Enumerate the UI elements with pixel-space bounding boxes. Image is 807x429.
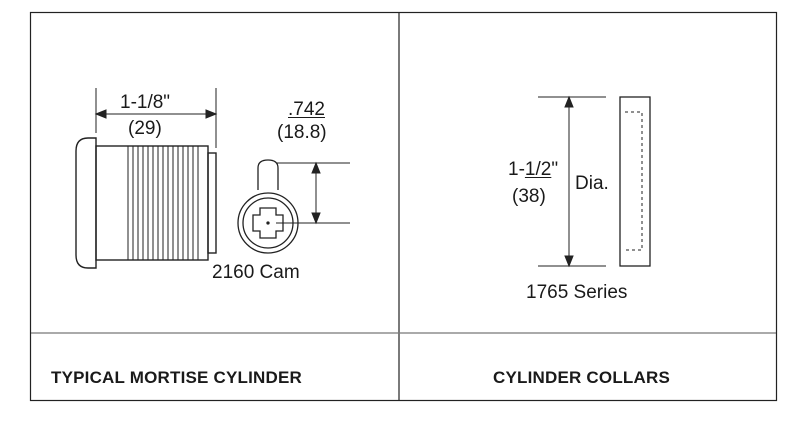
cylinder-collar-profile	[619, 96, 651, 267]
cylinder-face-cap	[75, 137, 97, 269]
length-dimension	[94, 88, 218, 148]
collar-hidden-edge	[625, 111, 643, 251]
right-panel-caption: CYLINDER COLLARS	[493, 368, 670, 387]
cam-offset-dimension	[276, 161, 350, 225]
cylinder-threads	[127, 146, 199, 260]
diameter-mm-label: (38)	[512, 186, 546, 207]
diameter-inch-mark: "	[551, 159, 559, 180]
diameter-word-label: Dia.	[575, 173, 609, 194]
diameter-prefix: 1-	[508, 159, 525, 180]
cam-offset-inches-label: .742	[288, 99, 325, 120]
cam-offset-mm-label: (18.8)	[277, 122, 327, 143]
cam-keyway	[252, 207, 284, 239]
outer-border	[29, 11, 778, 402]
cylinder-body	[95, 145, 209, 261]
collar-series-label: 1765 Series	[526, 282, 628, 303]
diameter-dimension	[538, 95, 606, 268]
length-mm-label: (29)	[128, 118, 162, 139]
cam-model-label: 2160 Cam	[212, 262, 300, 283]
cam-arm	[257, 159, 279, 190]
cylinder-tail	[207, 152, 217, 254]
cam-center	[266, 221, 270, 225]
diameter-fraction: 1/2	[524, 159, 552, 180]
mortise-cylinder-side-view	[75, 137, 217, 269]
left-panel-caption: TYPICAL MORTISE CYLINDER	[51, 368, 303, 387]
collar-outline	[619, 96, 651, 267]
diameter-inches-label: 1-1/2"	[508, 160, 558, 179]
length-inches-label: 1-1/8"	[120, 92, 171, 113]
cam-end-view	[237, 159, 299, 254]
